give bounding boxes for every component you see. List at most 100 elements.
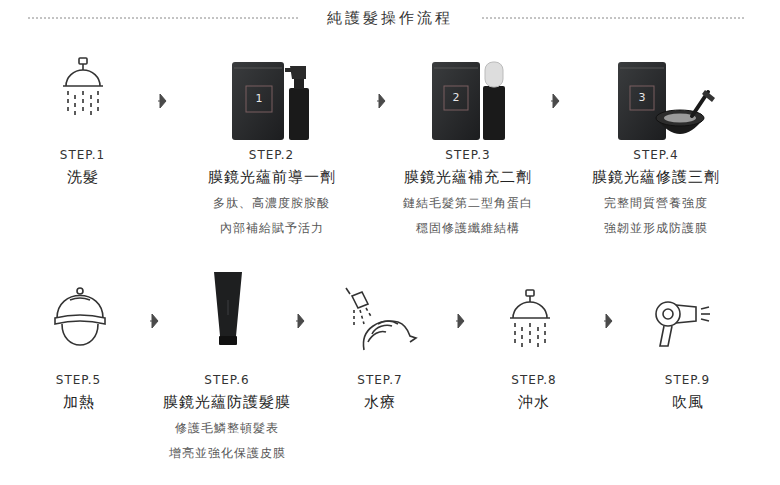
shower-icon <box>510 290 550 347</box>
shower-icon-part <box>529 296 531 302</box>
hair-dryer-icon-part <box>660 326 672 346</box>
title-rule-part <box>28 18 300 19</box>
hair-dryer-icon-part <box>663 309 673 319</box>
step-name: 膜鏡光蘊防護髮膜 <box>158 392 296 412</box>
hair-dryer-icon-part <box>676 305 696 323</box>
product-pouch <box>232 62 284 140</box>
spa-icon-part <box>363 321 416 350</box>
diagram-title-box: 純護髮操作流程 <box>0 8 780 28</box>
flow-arrow <box>158 94 166 108</box>
process-step: STEP.2 膜鏡光蘊前導一劑多肽、高濃度胺胺酸 內部補給賦予活力 <box>166 55 377 241</box>
foam-bottle <box>483 62 505 140</box>
product-number: 3 <box>639 92 646 104</box>
step-description: 鏈結毛髮第二型角蛋白 穩固修護纖維結構 <box>396 191 540 241</box>
process-step: STEP.9 吹風 <box>612 265 763 416</box>
process-step: STEP.4膜鏡光蘊修護三劑完整間質營養強度 強韌並形成防護膜 <box>559 55 753 241</box>
step-name: 吹風 <box>612 392 763 412</box>
shower-icon-part <box>79 58 87 64</box>
heat-cap-icon <box>55 288 105 345</box>
spray-bottle-part <box>289 88 309 140</box>
flow-arrow <box>150 314 158 328</box>
heat-cap-icon-part <box>77 288 83 294</box>
shower-icon <box>63 58 103 115</box>
step-name: 水療 <box>304 392 456 412</box>
step-number: STEP.9 <box>612 372 763 388</box>
spa-icon-part <box>346 288 350 294</box>
hair-mask-tube-part <box>228 300 229 315</box>
process-step: STEP.7 水療 <box>304 265 456 416</box>
product-pouch <box>618 62 666 140</box>
hair-mask-tube <box>214 272 242 345</box>
spa-icon-part <box>352 292 368 308</box>
product-number: 2 <box>453 92 460 104</box>
shower-icon-part <box>90 95 92 115</box>
shower-icon-part <box>537 327 539 347</box>
shower-icon-part <box>514 323 516 345</box>
step-number: STEP.5 <box>7 372 150 388</box>
product-number: 1 <box>256 93 263 105</box>
shower-icon-part <box>526 290 534 296</box>
step-number: STEP.2 <box>166 147 377 163</box>
shower-icon-part <box>74 95 76 115</box>
hair-dryer-icon-part <box>701 319 709 321</box>
spa-icon-part <box>368 331 386 342</box>
step-name: 洗髮 <box>7 167 158 187</box>
shower-icon-part <box>97 91 99 113</box>
step-description: 完整間質營養強度 強韌並形成防護膜 <box>584 191 728 241</box>
product-pouch-part <box>246 86 272 112</box>
hair-dryer-icon-part <box>701 313 710 315</box>
process-step: STEP.1 洗髮 <box>7 55 158 191</box>
title-rule-part <box>482 18 745 19</box>
heat-cap-icon-part <box>55 315 105 324</box>
shower-icon-part <box>521 327 523 347</box>
product-pouch <box>432 62 480 140</box>
product-pouch-part <box>618 62 666 140</box>
foam-bottle-part <box>483 86 505 140</box>
shower-icon-part <box>82 91 84 113</box>
step-number: STEP.4 <box>559 147 753 163</box>
spa-icon-part <box>372 325 392 334</box>
product-pouch-part <box>234 68 282 69</box>
flow-arrow <box>456 314 464 328</box>
shower-icon-part <box>67 91 69 113</box>
foam-bottle-part <box>485 62 503 87</box>
step-number: STEP.7 <box>304 372 456 388</box>
step-description: 多肽、高濃度胺胺酸 內部補給賦予活力 <box>200 191 344 241</box>
hair-dryer-icon-part <box>701 307 709 309</box>
step-name: 沖水 <box>464 392 604 412</box>
spa-icon-part <box>360 310 364 324</box>
hair-dryer-icon <box>656 302 710 346</box>
heat-cap-icon-part <box>70 298 90 300</box>
spray-bottle-part <box>285 68 291 72</box>
process-step: STEP.6 膜鏡光蘊防護髮膜修護毛鱗整頓髮表 增亮並強化保護皮膜 <box>158 265 296 466</box>
step-name: 加熱 <box>7 392 150 412</box>
shower-icon-part <box>513 302 547 318</box>
hair-mask-tube-part <box>214 272 242 336</box>
flow-arrow <box>296 314 304 328</box>
shower-icon-part <box>82 64 84 70</box>
product-pouch-part <box>232 62 284 140</box>
bowl-and-brush-part <box>702 90 715 102</box>
step-number: STEP.1 <box>7 147 158 163</box>
flow-arrow <box>551 94 559 108</box>
step-description: 修護毛鱗整頓髮表 增亮並強化保護皮膜 <box>158 416 296 466</box>
process-step: STEP.5 加熱 <box>7 265 150 416</box>
product-pouch-part <box>630 86 654 110</box>
spray-bottle <box>285 66 309 140</box>
flow-arrow <box>604 314 612 328</box>
shower-icon-part <box>544 323 546 345</box>
step-number: STEP.6 <box>158 372 296 388</box>
process-step: STEP.8沖水 <box>464 265 604 416</box>
flow-arrow <box>377 94 385 108</box>
heat-cap-icon-part <box>62 324 98 345</box>
bowl-and-brush <box>656 90 715 134</box>
spa-icon <box>346 288 416 350</box>
step-name: 膜鏡光蘊前導一劑 <box>166 167 377 187</box>
shower-icon-part <box>529 323 531 345</box>
spa-icon-part <box>378 321 398 324</box>
hair-mask-tube-part <box>219 336 237 345</box>
product-pouch-part <box>620 68 664 69</box>
